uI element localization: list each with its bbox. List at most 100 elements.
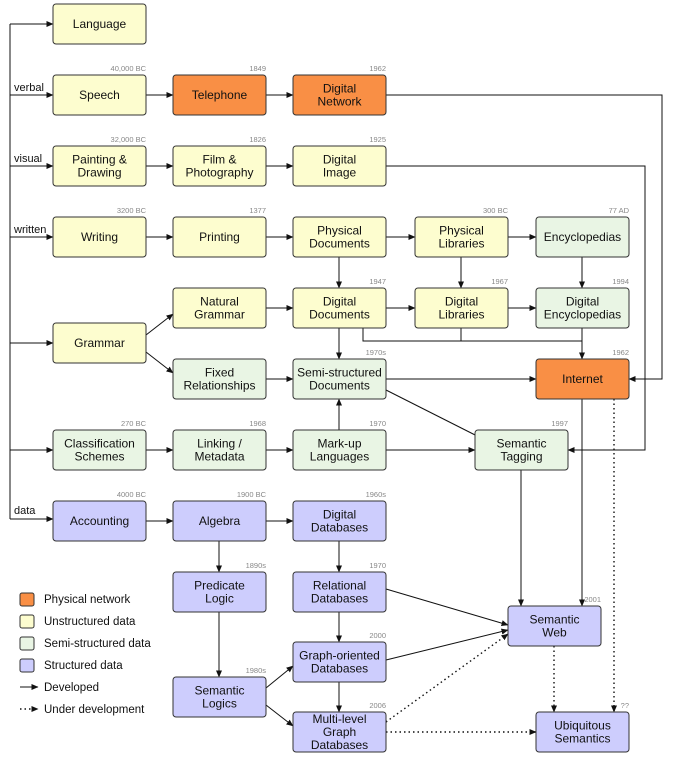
node-box (52, 429, 147, 471)
node-box (172, 429, 267, 471)
node-year: 1970s (366, 348, 387, 357)
node-year: 1968 (249, 419, 266, 428)
legend-label: Under development (44, 704, 145, 716)
legend-label: Physical network (44, 594, 131, 606)
node-label: Predicate (194, 579, 245, 593)
node-box (292, 287, 387, 329)
node-grammar: Grammar (52, 322, 147, 364)
legend-swatch-structured (19, 658, 35, 673)
node-year: 1962 (369, 64, 386, 73)
node-box (52, 3, 147, 45)
node-box (292, 358, 387, 400)
semantic-logics-to-multi-level-edge (265, 704, 294, 727)
node-label: Digital (323, 295, 356, 309)
node-label: Web (542, 626, 567, 640)
branch-label-written: written (13, 224, 46, 236)
node-label: Telephone (192, 88, 248, 102)
node-label: Physical (317, 224, 362, 238)
legend-label: Semi-structured data (44, 638, 151, 650)
node-year: 1980s (246, 666, 267, 675)
node-label: Databases (311, 592, 368, 606)
node-box (292, 571, 387, 613)
node-encyclopedias: Encyclopedias 77 AD (535, 206, 630, 258)
node-label: Documents (309, 379, 370, 393)
node-box (535, 216, 630, 258)
node-box (535, 358, 630, 400)
node-label: Digital (323, 82, 356, 96)
node-box (292, 216, 387, 258)
node-year: 1994 (612, 277, 629, 286)
node-algebra: Algebra 1900 BC (172, 490, 267, 542)
node-label: Network (317, 95, 362, 109)
node-box (535, 711, 630, 753)
node-label: Digital (323, 153, 356, 167)
node-label: Tagging (500, 450, 542, 464)
node-box (292, 500, 387, 542)
branch-label-visual: visual (14, 153, 42, 165)
node-box (172, 145, 267, 187)
branch-label-verbal: verbal (14, 82, 44, 94)
node-label: Semantic (496, 437, 546, 451)
node-label: Relationships (183, 379, 255, 393)
node-year: 32,000 BC (111, 135, 147, 144)
node-label: Internet (562, 372, 603, 386)
node-label: Encyclopedias (544, 230, 621, 244)
node-box (292, 145, 387, 187)
node-box (292, 74, 387, 116)
node-label: Algebra (199, 514, 241, 528)
node-label: Digital (566, 295, 599, 309)
node-year: 2006 (369, 701, 386, 710)
node-label: Documents (309, 237, 370, 251)
node-label: Classification (64, 437, 135, 451)
node-box (507, 605, 602, 647)
node-year: 1377 (249, 206, 266, 215)
node-label: Encyclopedias (544, 308, 621, 322)
node-year: 1890s (246, 561, 267, 570)
node-label: Speech (79, 88, 120, 102)
node-language: Language (52, 3, 147, 45)
node-year: 77 AD (609, 206, 630, 215)
node-year: 1900 BC (237, 490, 267, 499)
legend-label: Structured data (44, 660, 123, 672)
node-label: Logic (205, 592, 234, 606)
grammar-to-fixed-relationships-edge (145, 351, 174, 374)
node-label: Semantic (529, 613, 579, 627)
node-label: Digital (445, 295, 478, 309)
node-box (172, 676, 267, 718)
node-box (52, 145, 147, 187)
node-box (52, 74, 147, 116)
graph-oriented-to-semantic-web-edge (385, 628, 509, 661)
node-box (172, 571, 267, 613)
node-year: ?? (621, 701, 629, 710)
legend-swatch-unstructured (19, 614, 35, 629)
multi-level-to-semantic-web-edge (385, 633, 509, 723)
legend-label: Unstructured data (44, 616, 136, 628)
node-year: 1960s (366, 490, 387, 499)
node-label: Fixed (205, 366, 234, 380)
node-label: Film & (203, 153, 237, 167)
node-label: Logics (202, 697, 237, 711)
node-year: 4000 BC (117, 490, 147, 499)
node-box (52, 500, 147, 542)
node-label: Ubiquitous (554, 719, 611, 733)
node-label: Languages (310, 450, 369, 464)
node-label: Semi-structured (297, 366, 382, 380)
